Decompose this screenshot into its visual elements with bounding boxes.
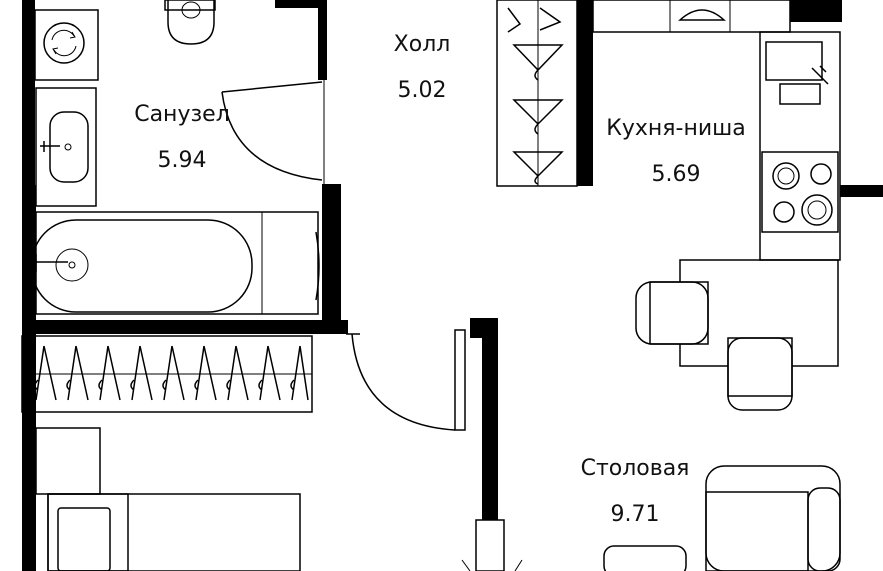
washing-machine-drum	[43, 22, 85, 64]
burner-icon	[772, 162, 800, 190]
washing-machine-arrow-heads	[52, 31, 76, 55]
chair-bottom-seat	[727, 337, 793, 397]
room-area: 5.94	[157, 148, 207, 173]
washing-machine-arrows	[51, 29, 77, 57]
bathroom-fixtures	[27, 0, 320, 315]
armchair-seat	[705, 491, 809, 571]
wall-bathroom-right-top	[318, 0, 327, 80]
room-label-hall: Холл 5.02	[372, 30, 472, 106]
toilet-tank	[164, 0, 216, 11]
sink-faucet	[40, 141, 60, 152]
bed	[47, 493, 301, 571]
hall-wardrobe-body	[496, 0, 578, 187]
bathtub-faucet	[27, 252, 68, 276]
hanger-icon	[258, 345, 281, 401]
kitchen-faucet	[811, 65, 829, 85]
kitchen-top-cabinets	[592, 0, 791, 33]
nightstand	[35, 427, 101, 495]
bedroom-door-post	[475, 519, 505, 571]
hanger-icon	[34, 345, 57, 401]
hall-door-swing	[351, 333, 456, 431]
hanger-icon	[130, 345, 153, 401]
burner-icon	[777, 167, 795, 185]
sink-counter	[35, 87, 97, 207]
bedroom-furniture	[21, 335, 313, 571]
room-name: Холл	[393, 32, 451, 57]
hanger-icon	[98, 345, 121, 401]
room-area: 5.69	[651, 162, 701, 187]
chair-left	[635, 281, 709, 345]
bathtub-frame	[35, 211, 319, 315]
cooktop	[761, 151, 839, 233]
wall-left-lower	[22, 322, 36, 571]
toilet-bowl	[167, 0, 215, 45]
hanger-icon	[512, 44, 564, 81]
hanger-row	[34, 345, 309, 401]
washing-machine	[34, 9, 99, 81]
sink-basin	[49, 111, 89, 183]
burner-icon	[810, 163, 832, 185]
coffee-table	[603, 545, 687, 571]
dining-furniture	[603, 259, 841, 571]
bathroom-door-swing	[221, 91, 323, 181]
wall-left-top	[22, 0, 35, 218]
bedroom-door-hint	[461, 559, 523, 571]
wall-left-mid	[22, 185, 36, 335]
hall-door-frame	[454, 329, 466, 431]
armchair	[705, 465, 841, 571]
wall-bathroom-bottom	[22, 320, 348, 334]
hall-wardrobe	[496, 0, 578, 187]
wall-bathroom-right-mid	[322, 184, 341, 332]
hanger-icon	[512, 151, 564, 185]
dish-icon	[678, 9, 726, 21]
kitchen-sink-large	[765, 41, 823, 81]
kitchen-counter	[759, 31, 841, 261]
kitchen-sink-small	[779, 83, 821, 105]
room-label-bathroom: Санузел 5.94	[120, 100, 244, 176]
toilet-seat	[181, 1, 201, 19]
burner-icon	[773, 201, 795, 223]
chair-bottom	[727, 337, 793, 411]
wall-kitchen-divider	[577, 0, 593, 186]
room-name: Кухня-ниша	[606, 116, 746, 141]
wall-top-right-stub	[790, 0, 842, 22]
bathtub-drain	[68, 261, 76, 269]
burner-icon	[801, 194, 833, 226]
wall-top-left-stub	[275, 0, 327, 8]
wall-hall-right-column	[482, 318, 498, 571]
chair-left-seat	[649, 281, 709, 345]
room-label-dining: Столовая 9.71	[570, 454, 700, 530]
hanger-icon	[226, 345, 249, 401]
hanger-icon	[512, 99, 564, 135]
bathtub-inner	[31, 219, 253, 313]
room-area: 9.71	[610, 502, 660, 527]
hanger-icon	[66, 345, 89, 401]
sink-drain	[64, 143, 72, 151]
hanger-icon-group	[507, 7, 564, 185]
hanger-icon	[162, 345, 185, 401]
room-name: Санузел	[134, 102, 230, 127]
bathtub-drain-ring	[55, 248, 89, 282]
hanger-icon	[194, 345, 217, 401]
doors	[221, 80, 523, 571]
hanger-icon	[507, 7, 562, 33]
bed-headboard	[47, 493, 129, 571]
bed-pillow	[57, 507, 111, 571]
walls	[22, 0, 883, 571]
room-area: 5.02	[397, 78, 447, 103]
bathtub-door-arc	[315, 231, 320, 301]
bathroom-door-panel	[221, 81, 323, 93]
hanger-icon	[290, 345, 309, 401]
room-label-kitchen: Кухня-ниша 5.69	[596, 114, 756, 190]
room-name: Столовая	[580, 456, 690, 481]
wall-right-lower	[840, 185, 883, 197]
burner-icon	[807, 200, 827, 220]
